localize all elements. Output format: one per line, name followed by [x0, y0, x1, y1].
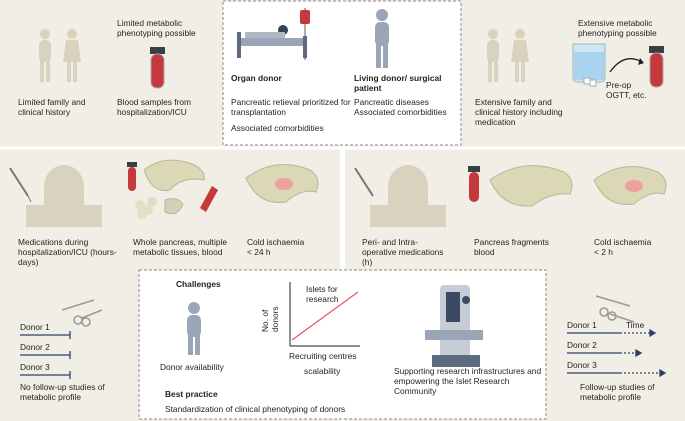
donor-availability-person-icon	[187, 302, 201, 355]
timeline-right	[567, 328, 667, 378]
best-practice-text: Standardization of clinical phenotyping …	[165, 404, 346, 414]
extensive-phenotyping-note: Extensive metabolic phenotyping possible	[578, 18, 657, 38]
no-follow-up-caption: No follow-up studies of metabolic profil…	[20, 382, 105, 402]
center-top-box	[222, 0, 462, 146]
living-donor-comorbidities: Associated comorbidities	[354, 107, 447, 117]
head-silhouette-left	[26, 165, 102, 227]
surgical-instruments-left	[61, 299, 103, 327]
limited-phenotyping-note: Limited metabolic phenotyping possible	[117, 18, 196, 38]
family-silhouette-left	[39, 29, 81, 82]
donor-label-right-1: Donor 1	[567, 320, 597, 330]
chart-x-label: Recruiting centres	[289, 351, 357, 361]
blood-samples-label: Blood samples from hospitalization/ICU	[117, 97, 192, 117]
donor-label-left-2: Donor 2	[20, 342, 50, 352]
extensive-history-label: Extensive family and clinical history in…	[475, 97, 563, 127]
best-practice-title: Best practice	[165, 389, 218, 399]
pancreas-fragments-label: Pancreas fragments blood	[474, 237, 549, 257]
pancreas-ischaemia-left-icon	[245, 164, 319, 203]
scalability-label: scalability	[304, 366, 341, 376]
blood-tube-icon	[150, 47, 165, 89]
organ-donor-comorbidities: Associated comorbidities	[231, 123, 324, 133]
medications-icu-label: Medications during hospitalization/ICU (…	[18, 237, 117, 267]
donor-label-left-1: Donor 1	[20, 322, 50, 332]
time-label: Time	[626, 320, 645, 330]
donor-label-left-3: Donor 3	[20, 362, 50, 372]
living-donor-desc: Pancreatic diseases	[354, 97, 429, 107]
donor-label-right-3: Donor 3	[567, 360, 597, 370]
head-silhouette-right	[370, 165, 446, 227]
pancreas-ischaemia-right-icon	[593, 166, 667, 205]
chart-y-label: No. of donors	[260, 306, 280, 332]
follow-up-caption: Follow-up studies of metabolic profile	[580, 382, 655, 402]
family-silhouette-right	[487, 29, 529, 82]
living-donor-title: Living donor/ surgical patient	[354, 73, 442, 93]
living-donor-person-icon	[375, 9, 389, 68]
ischaemia-24h-label: Cold ischaemia < 24 h	[247, 237, 305, 257]
research-infrastructure-label: Supporting research infrastructures and …	[394, 366, 542, 396]
organ-donor-desc: Pancreatic retieval prioritized for tran…	[231, 97, 351, 117]
ischaemia-2h-label: Cold ischaemia < 2 h	[594, 237, 652, 257]
timeline-left	[20, 331, 71, 379]
hospital-bed-icon	[237, 8, 310, 60]
scalability-chart	[289, 282, 360, 347]
microscope-icon	[425, 285, 483, 367]
limited-history-label: Limited family and clinical history	[18, 97, 86, 117]
donor-label-right-2: Donor 2	[567, 340, 597, 350]
ogtt-arrow-icon	[609, 58, 644, 73]
ogtt-label: Pre-op OGTT, etc.	[606, 80, 647, 100]
syringe-icon-left	[9, 167, 32, 203]
blood-tube-right-icon	[649, 46, 664, 88]
chart-line-label: Islets for research	[306, 284, 339, 304]
surgical-instruments-right	[595, 295, 635, 323]
peri-operative-medications-label: Peri- and Intra-operative medications (h…	[362, 237, 444, 267]
tissues-label: Whole pancreas, multiple metabolic tissu…	[133, 237, 228, 257]
challenges-box	[138, 269, 547, 420]
pancreas-fragments-icon	[468, 165, 573, 207]
multi-tissue-icon	[127, 159, 218, 219]
glucose-beaker-icon	[572, 43, 606, 87]
challenges-title: Challenges	[176, 279, 221, 289]
syringe-icon-right	[354, 167, 374, 197]
organ-donor-title: Organ donor	[231, 73, 282, 83]
donor-availability-label: Donor availability	[160, 362, 224, 372]
